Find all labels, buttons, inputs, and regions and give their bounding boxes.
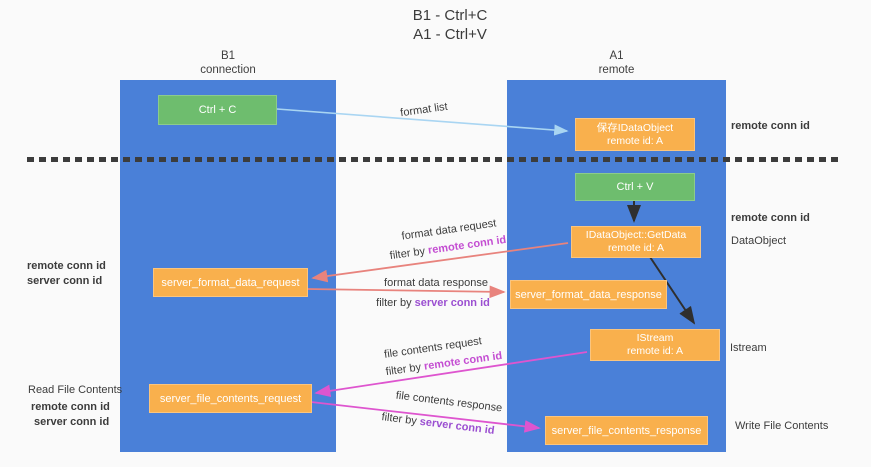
annotation-server-conn-id-left: server conn id xyxy=(27,275,103,287)
node-ctrl-v: Ctrl + V xyxy=(575,173,695,201)
diagram-title: B1 - Ctrl+C A1 - Ctrl+V xyxy=(250,6,650,44)
arrow-format-request-to-response xyxy=(306,285,506,299)
lane-header-a1: A1 remote xyxy=(507,49,726,77)
annotation-write-file-contents: Write File Contents xyxy=(735,420,829,432)
node-save-idataobject-line1: 保存IDataObject xyxy=(596,121,674,134)
lane-header-b1: B1 connection xyxy=(120,49,336,77)
node-istream-line1: IStream xyxy=(636,332,674,344)
node-istream: IStream remote id: A xyxy=(590,329,720,361)
label-filter-file-response: filter by server conn id xyxy=(381,411,495,437)
node-getdata-line1: IDataObject::GetData xyxy=(585,229,687,241)
annotation-remote-conn-id-bottom-left: remote conn id xyxy=(31,401,110,413)
node-ctrl-c: Ctrl + C xyxy=(158,95,277,125)
filter-by-text: filter by xyxy=(376,297,412,309)
lane-a1-subtitle: remote xyxy=(598,64,635,76)
lane-b1-subtitle: connection xyxy=(200,64,256,76)
annotation-server-conn-id-bottom-left: server conn id xyxy=(34,416,110,428)
filter-by-text: filter by xyxy=(389,245,426,263)
annotation-read-file-contents: Read File Contents xyxy=(28,384,123,396)
session-divider-line xyxy=(27,157,838,162)
annotation-remote-conn-id-top: remote conn id xyxy=(731,120,810,132)
node-istream-line2: remote id: A xyxy=(626,345,684,357)
annotation-remote-conn-id-left: remote conn id xyxy=(27,260,106,272)
node-save-idataobject-line2: remote id: A xyxy=(606,134,664,147)
label-file-contents-response: file contents response xyxy=(395,389,503,415)
title-line-1: B1 - Ctrl+C xyxy=(412,7,488,24)
node-getdata-line2: remote id: A xyxy=(607,242,665,254)
annotation-istream: Istream xyxy=(730,342,767,354)
lane-a1-name: A1 xyxy=(609,50,624,62)
annotation-remote-conn-id-mid: remote conn id xyxy=(731,212,810,224)
server-conn-id-text: server conn id xyxy=(419,415,496,437)
server-conn-id-text: server conn id xyxy=(414,297,490,309)
node-server-file-contents-request: server_file_contents_request xyxy=(149,384,312,413)
node-server-format-data-response: server_format_data_response xyxy=(510,280,667,309)
filter-by-text: filter by xyxy=(380,411,418,428)
title-line-2: A1 - Ctrl+V xyxy=(413,26,487,43)
node-server-file-contents-response: server_file_contents_response xyxy=(545,416,708,445)
annotation-dataobject: DataObject xyxy=(731,235,787,247)
label-filter-format-response: filter by server conn id xyxy=(376,297,490,309)
node-server-format-data-request: server_format_data_request xyxy=(153,268,308,297)
node-idataobject-getdata: IDataObject::GetData remote id: A xyxy=(571,226,701,258)
label-format-list: format list xyxy=(399,100,449,120)
lane-b1-name: B1 xyxy=(220,50,236,62)
node-save-idataobject: 保存IDataObject remote id: A xyxy=(575,118,695,151)
label-format-data-response: format data response xyxy=(384,277,488,289)
filter-by-text: filter by xyxy=(385,361,422,379)
